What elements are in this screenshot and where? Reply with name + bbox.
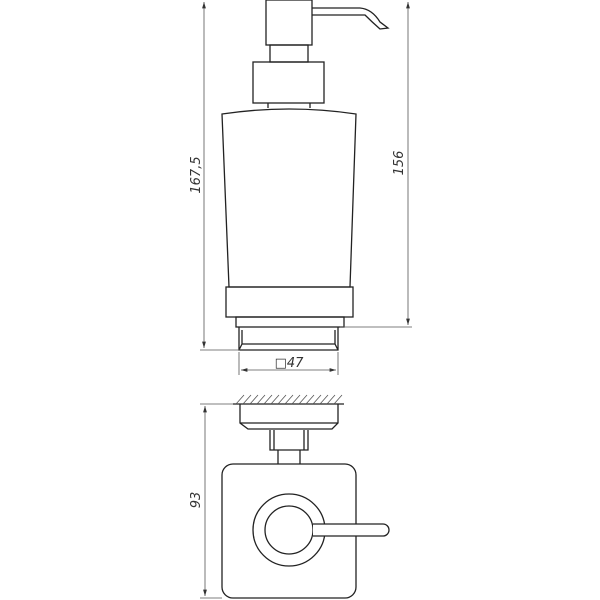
bottle-ring (225, 286, 354, 318)
holder-lever (313, 523, 390, 537)
dim-holder-height: 93 (189, 492, 204, 509)
dim-total-height: 167,5 (189, 156, 204, 193)
dim-bottle-height: 156 (392, 151, 407, 176)
wall-flange (239, 404, 339, 430)
holder-post (277, 450, 301, 464)
bottle-neck (267, 103, 311, 108)
holder-ring-inner (264, 505, 314, 555)
dispenser-front-view: 167,5 156 □47 (189, 0, 412, 375)
bottle-body (221, 108, 357, 288)
base-upper (235, 316, 345, 328)
pump-collar (252, 61, 325, 104)
extension-lines (200, 326, 412, 375)
pump-spout (312, 7, 390, 30)
pump-stem (269, 44, 309, 63)
pump-head (265, 0, 313, 46)
wall-hatching (233, 394, 344, 405)
holder-top-view: 93 (189, 394, 390, 599)
extension-lines-holder (200, 403, 233, 599)
holder-neck (269, 430, 309, 451)
base-lower (238, 327, 339, 351)
dim-base-width: □47 (275, 356, 305, 371)
